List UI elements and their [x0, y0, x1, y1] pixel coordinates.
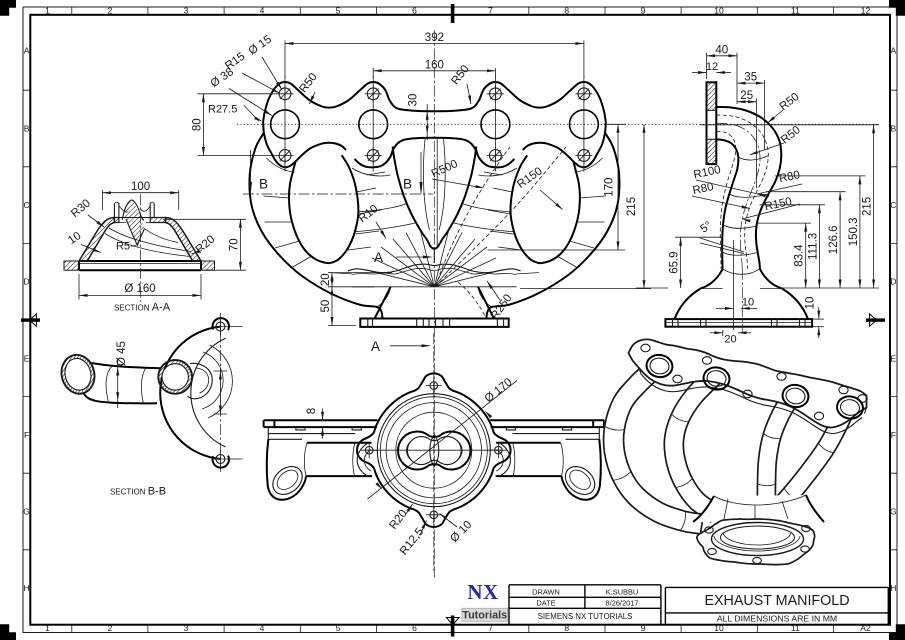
svg-text:11: 11: [791, 5, 800, 15]
svg-text:80: 80: [191, 118, 203, 131]
svg-text:F: F: [891, 430, 896, 440]
svg-text:1: 1: [45, 623, 50, 633]
svg-text:K.SUBBU: K.SUBBU: [606, 587, 638, 596]
svg-text:SIEMENS NX TUTORIALS: SIEMENS NX TUTORIALS: [538, 612, 633, 621]
svg-text:SECTION B-B: SECTION B-B: [110, 486, 166, 498]
svg-text:ALL DIMENSIONS ARE IN MM: ALL DIMENSIONS ARE IN MM: [717, 613, 837, 623]
svg-text:7: 7: [488, 623, 493, 633]
svg-text:G: G: [23, 507, 30, 517]
svg-text:10: 10: [714, 623, 724, 633]
svg-text:H: H: [24, 583, 30, 593]
svg-text:10: 10: [805, 297, 817, 310]
svg-text:B: B: [259, 177, 268, 192]
svg-text:E: E: [890, 353, 896, 363]
svg-text:B: B: [890, 124, 896, 134]
svg-text:NX: NX: [467, 580, 498, 604]
svg-text:9: 9: [641, 5, 646, 15]
svg-text:1: 1: [45, 5, 50, 15]
svg-text:R5: R5: [116, 241, 130, 253]
svg-text:A: A: [890, 46, 896, 56]
svg-text:12: 12: [706, 61, 718, 73]
svg-text:100: 100: [131, 181, 150, 193]
svg-text:5: 5: [336, 623, 341, 633]
svg-text:10: 10: [742, 297, 754, 309]
svg-text:20: 20: [320, 273, 332, 286]
svg-text:D: D: [890, 277, 896, 287]
svg-text:2: 2: [108, 623, 113, 633]
svg-text:A: A: [24, 46, 30, 56]
svg-text:111.3: 111.3: [807, 233, 819, 260]
svg-text:20: 20: [724, 334, 736, 346]
svg-text:E: E: [24, 353, 30, 363]
svg-text:B: B: [24, 124, 30, 134]
svg-text:65.9: 65.9: [669, 251, 681, 273]
svg-text:9: 9: [641, 623, 646, 633]
svg-text:392: 392: [425, 32, 444, 44]
svg-text:C: C: [24, 200, 30, 210]
svg-text:R80: R80: [778, 169, 801, 185]
svg-text:170: 170: [604, 178, 616, 197]
svg-text:3: 3: [184, 5, 189, 15]
svg-text:D: D: [24, 277, 30, 287]
svg-text:8: 8: [564, 5, 569, 15]
svg-text:R100: R100: [692, 164, 721, 181]
svg-text:B: B: [403, 177, 412, 192]
svg-text:R80: R80: [692, 181, 715, 197]
svg-text:126.6: 126.6: [828, 225, 840, 254]
svg-text:DATE: DATE: [536, 598, 555, 607]
svg-text:83.4: 83.4: [794, 244, 806, 267]
svg-text:10: 10: [714, 5, 724, 15]
svg-text:11: 11: [791, 623, 800, 633]
svg-text:8/26/2017: 8/26/2017: [606, 598, 639, 607]
svg-text:A: A: [374, 250, 383, 265]
svg-text:70: 70: [228, 238, 240, 251]
svg-text:C: C: [890, 200, 896, 210]
svg-text:SECTION A-A: SECTION A-A: [114, 302, 171, 314]
svg-text:40: 40: [715, 44, 728, 56]
svg-text:7: 7: [488, 5, 493, 15]
svg-text:4: 4: [260, 623, 265, 633]
svg-text:F: F: [24, 430, 29, 440]
svg-text:12: 12: [861, 5, 871, 15]
svg-text:5: 5: [336, 5, 341, 15]
svg-text:A2: A2: [860, 623, 871, 633]
svg-text:Ø 160: Ø 160: [124, 283, 155, 295]
svg-text:3: 3: [184, 623, 189, 633]
svg-text:H: H: [890, 583, 896, 593]
svg-text:4: 4: [260, 5, 265, 15]
svg-text:160: 160: [425, 59, 444, 71]
svg-text:35: 35: [744, 72, 757, 84]
svg-text:30: 30: [408, 94, 420, 107]
svg-text:6: 6: [412, 623, 417, 633]
svg-text:8: 8: [306, 408, 318, 414]
svg-text:A: A: [371, 339, 380, 354]
svg-text:G: G: [890, 507, 897, 517]
svg-text:8: 8: [564, 623, 569, 633]
svg-text:2: 2: [108, 5, 113, 15]
svg-text:EXHAUST MANIFOLD: EXHAUST MANIFOLD: [704, 593, 849, 609]
svg-text:215: 215: [862, 197, 874, 216]
svg-text:DRAWN: DRAWN: [532, 587, 560, 596]
svg-text:Tutorials: Tutorials: [462, 610, 507, 622]
svg-text:25: 25: [740, 90, 753, 102]
svg-text:6: 6: [412, 5, 417, 15]
svg-text:R27.5: R27.5: [208, 104, 237, 116]
svg-text:150.3: 150.3: [848, 218, 860, 247]
svg-text:Ø 45: Ø 45: [116, 341, 128, 366]
svg-text:215: 215: [626, 197, 638, 216]
svg-text:50: 50: [320, 300, 332, 313]
